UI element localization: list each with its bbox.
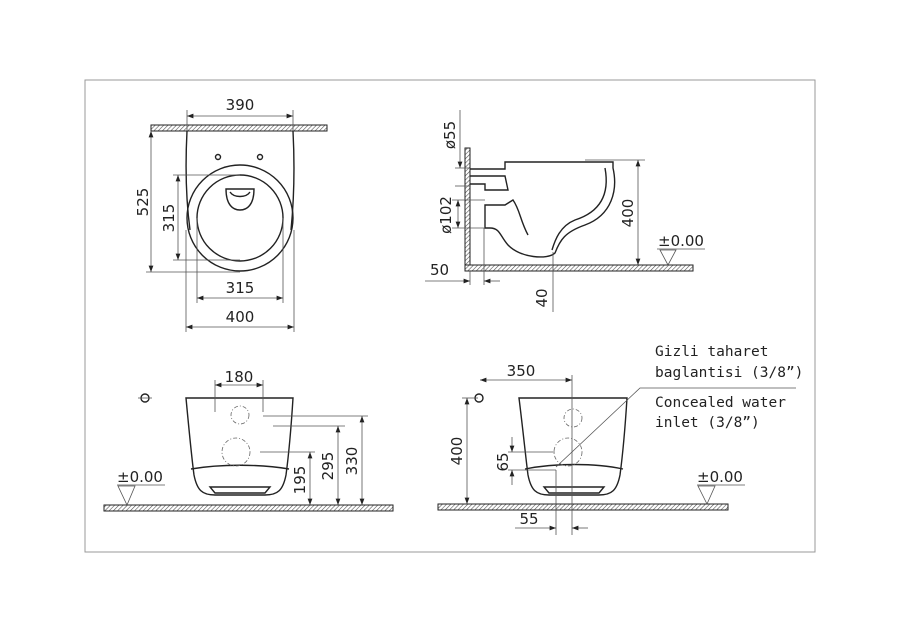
body-outline (185, 130, 295, 231)
level-mark-rear: ±0.00 (697, 468, 743, 486)
floor (464, 264, 694, 272)
dim-180: 180 (225, 368, 254, 386)
rear-view: 350 400 65 55 ±0.00 Gizli taharet baglan… (437, 344, 803, 535)
dim-315-v: 315 (160, 204, 178, 233)
bowl-section (470, 161, 616, 258)
body-outline (185, 397, 294, 496)
bowl-rim (186, 164, 294, 272)
dim-390: 390 (226, 96, 255, 114)
dim-400-rear: 400 (448, 437, 466, 466)
floor (103, 504, 394, 512)
dim-400: 400 (226, 308, 255, 326)
dim-400-side: 400 (619, 199, 637, 228)
note-english-line1: Concealed water (655, 395, 786, 411)
inlet-section (470, 175, 509, 191)
dim-65: 65 (494, 452, 512, 471)
floor (437, 503, 729, 511)
bowl-inner-wall (551, 167, 607, 251)
note-turkish-line1: Gizli taharet (655, 344, 769, 360)
dim-d55: ø55 (441, 121, 459, 149)
body-outline (518, 397, 628, 496)
bolt-hole (256, 153, 264, 161)
dim-d102: ø102 (437, 196, 455, 234)
flush-outlet (225, 188, 255, 211)
dim-315-h: 315 (226, 279, 255, 297)
wall (464, 147, 471, 272)
dim-525: 525 (134, 188, 152, 217)
drawing-frame (84, 79, 816, 553)
top-view: 390 525 315 315 400 (134, 96, 328, 332)
dim-195: 195 (291, 466, 309, 495)
level-mark-front: ±0.00 (117, 468, 163, 486)
dim-330: 330 (343, 447, 361, 476)
leader-line (555, 387, 796, 468)
bowl-inner (196, 174, 284, 262)
dim-350: 350 (507, 362, 536, 380)
note-english-line2: inlet (3/8”) (655, 415, 760, 431)
dim-295: 295 (319, 452, 337, 481)
bolt-hole (214, 153, 222, 161)
dim-40: 40 (533, 288, 551, 307)
side-view: 400 ±0.00 50 40 ø55 ø102 (425, 110, 705, 312)
note-turkish-line2: baglantisi (3/8”) (655, 365, 803, 381)
dim-55: 55 (519, 510, 538, 528)
wall-bar (150, 124, 328, 132)
front-view: 180 330 295 195 ±0.00 (103, 368, 394, 512)
dim-50: 50 (430, 261, 449, 279)
level-mark-side: ±0.00 (658, 232, 704, 250)
